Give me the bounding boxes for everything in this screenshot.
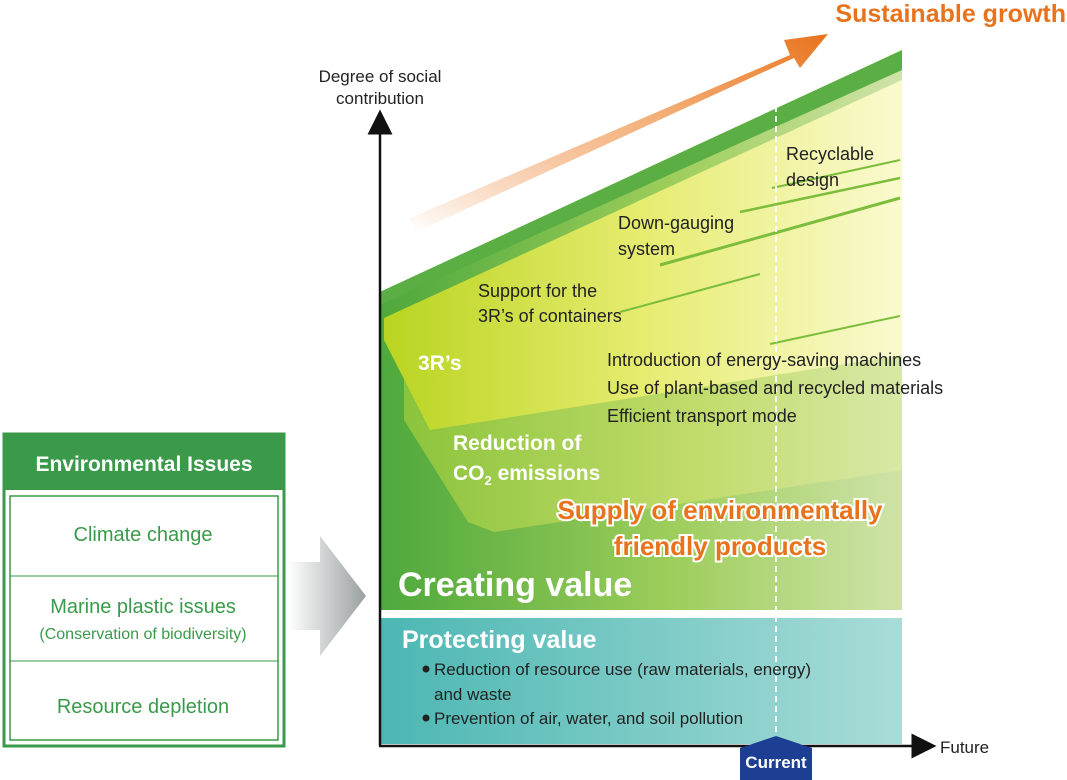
issue-item-marine-plastic-sublabel: (Conservation of biodiversity) [39, 626, 246, 643]
issue-item-resource-depletion: Resource depletion [57, 696, 229, 718]
energy-initiatives-list: Introduction of energy-saving machines U… [607, 350, 948, 426]
sustainable-growth-arrow [410, 34, 828, 232]
protecting-value-area [380, 618, 902, 744]
down-gauging-label: Down-gauging system [618, 213, 739, 259]
protecting-value-title: Protecting value [402, 626, 597, 654]
bullet-2-dot [422, 714, 430, 722]
y-axis-label-line1: Degree of social [319, 67, 442, 86]
supply-title-line2: friendly products [614, 531, 826, 561]
headline-text: Sustainable growth [835, 0, 1066, 28]
support-3rs-label: Support for the 3R’s of containers [478, 281, 622, 326]
protecting-bullet-2: Prevention of air, water, and soil pollu… [434, 709, 743, 728]
line-energy [769, 315, 901, 345]
co2-title-line1: Reduction of [453, 432, 582, 455]
line-3rs-containers [619, 273, 761, 313]
supply-title-line1: Supply of environmentally [557, 495, 883, 525]
line-recyclable-1 [771, 159, 901, 189]
issue-item-climate-change: Climate change [74, 524, 213, 546]
issue-item-marine-plastic: Marine plastic issues [50, 596, 236, 618]
recyclable-design-label: Recyclable design [786, 144, 879, 190]
environmental-issues-header [4, 434, 284, 490]
environmental-issues-title: Environmental Issues [35, 453, 252, 476]
line-downgauging [659, 196, 901, 267]
current-marker: Current [740, 736, 812, 780]
creating-value-title: Creating value [398, 566, 632, 604]
protecting-bullet-1: Reduction of resource use (raw materials… [434, 660, 816, 704]
x-axis-label: Future [940, 738, 989, 757]
top-band [380, 50, 902, 305]
co2-title-line2: CO2 emissions [453, 462, 600, 488]
current-marker-label: Current [745, 753, 807, 772]
three-rs-title: 3R’s [418, 352, 462, 375]
y-axis-label-line2: contribution [336, 89, 424, 108]
environmental-issues-box: Environmental Issues Climate change Mari… [2, 432, 286, 748]
bullet-1-dot [422, 665, 430, 673]
issues-to-value-arrow [288, 536, 366, 656]
line-recyclable-2 [739, 176, 901, 214]
